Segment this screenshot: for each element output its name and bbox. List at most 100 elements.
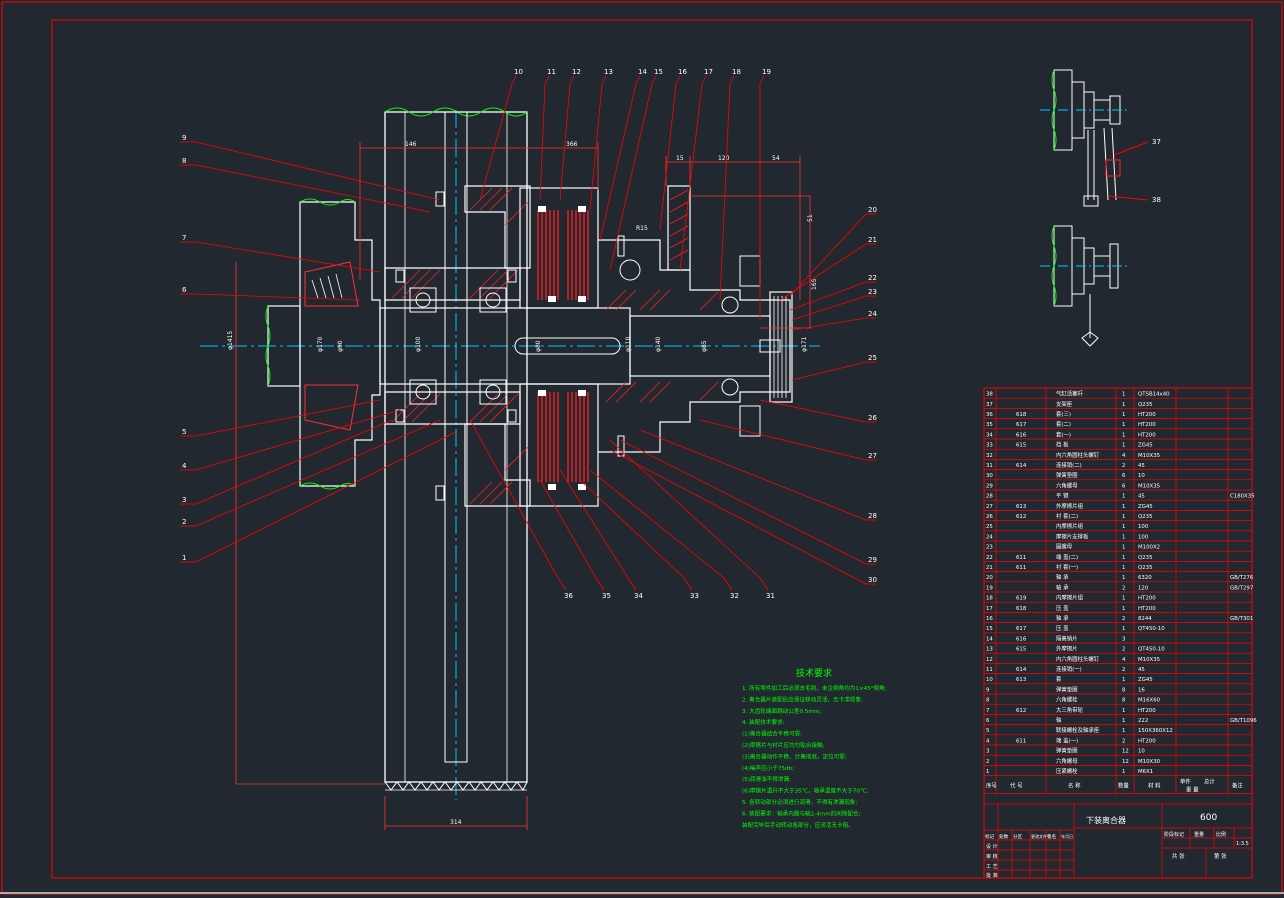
- dim-left-dia: φ1415: [227, 331, 234, 350]
- table-cell: 挡 板: [1056, 441, 1069, 449]
- balloon-34: 34: [634, 592, 643, 600]
- balloon-5: 5: [182, 428, 186, 436]
- table-cell: GB/T297: [1230, 585, 1253, 591]
- balloon-12: 12: [572, 68, 581, 76]
- balloon-32: 32: [730, 592, 739, 600]
- table-cell: 614: [1016, 667, 1027, 673]
- table-cell: 10: [1138, 473, 1145, 479]
- table-cell: HT200: [1138, 596, 1156, 602]
- dim-top-c: 15: [676, 155, 684, 162]
- table-cell: 2: [1122, 585, 1125, 591]
- table-header: 代 号: [1010, 782, 1023, 790]
- tech-req-item: 1. 所有零件加工后必须去毛刺，未注倒角均为1×45°倒角;: [742, 684, 887, 692]
- table-cell: 18: [986, 596, 993, 602]
- table-cell: 轴 承: [1056, 573, 1069, 581]
- table-cell: 2: [986, 759, 989, 765]
- balloon-28: 28: [868, 512, 877, 520]
- table-cell: HT200: [1138, 412, 1156, 418]
- tech-req-item: (5)润滑油不得渗漏;: [742, 775, 791, 783]
- row-label-0: 设 计: [986, 843, 998, 850]
- table-cell: 8244: [1138, 616, 1152, 622]
- table-cell: GB/T276: [1230, 575, 1254, 581]
- table-cell: QT450-10: [1138, 626, 1165, 632]
- stage-label-0: 阶段标记: [1164, 831, 1184, 838]
- balloon-16: 16: [678, 68, 687, 76]
- table-cell: 30: [986, 473, 993, 479]
- table-cell: 4: [1122, 453, 1126, 459]
- table-cell: 12: [1122, 749, 1129, 755]
- col-label-1: 处数: [999, 833, 1009, 840]
- table-cell: 衬 套(二): [1056, 512, 1078, 520]
- table-cell: 内摩擦片组: [1056, 522, 1084, 530]
- stage-label-2: 比例: [1216, 831, 1226, 838]
- table-cell: M10X35: [1138, 483, 1160, 489]
- col-label-3: 更改文件号: [1031, 833, 1051, 839]
- table-cell: 弹簧垫圈: [1056, 471, 1078, 479]
- table-cell: Q235: [1138, 555, 1153, 561]
- dim-dia-1: φ170: [317, 336, 324, 352]
- table-cell: 套(一): [1056, 430, 1071, 438]
- balloon-30: 30: [868, 576, 877, 584]
- table-cell: 612: [1016, 708, 1026, 714]
- balloon-33: 33: [690, 592, 699, 600]
- table-cell: 1: [1122, 575, 1125, 581]
- table-cell: 隔离销片: [1056, 634, 1078, 642]
- balloon-4: 4: [182, 462, 187, 470]
- dim-top-d: 120: [718, 155, 730, 162]
- table-cell: 33: [986, 443, 993, 449]
- table-cell: 35: [986, 422, 993, 428]
- dim-dia-2: φ90: [337, 340, 344, 352]
- table-header: 数量: [1118, 782, 1129, 790]
- table-cell: 内六角圆柱头螺钉: [1056, 451, 1100, 459]
- tech-req-item: 5. 各转动部分必须进行润滑，不得有渗漏现象;: [742, 798, 857, 806]
- table-cell: 压 盖: [1056, 624, 1069, 632]
- tech-req-item: 2. 离合器片装配后应保证移动灵活，无卡滞现象;: [742, 695, 863, 703]
- table-cell: 1: [1122, 626, 1125, 632]
- technical-requirements: 技术要求 1. 所有零件加工后必须去毛刺，未注倒角均为1×45°倒角; 2. 离合…: [742, 667, 887, 829]
- dim-top-b: 366: [566, 141, 578, 148]
- table-cell: 大三角带轮: [1056, 706, 1084, 714]
- table-cell: 内六角圆柱头螺钉: [1056, 655, 1100, 663]
- balloon-19: 19: [762, 68, 771, 76]
- table-cell: 611: [1016, 738, 1026, 744]
- table-cell: 5: [986, 728, 989, 734]
- table-cell: 1: [1122, 402, 1125, 408]
- col-label-2: 分区: [1013, 833, 1023, 840]
- table-cell: 7: [986, 708, 989, 714]
- balloon-2: 2: [182, 518, 186, 526]
- table-cell: 9: [986, 687, 990, 693]
- table-header: 名 称: [1068, 782, 1081, 790]
- table-cell: 12: [1122, 759, 1129, 765]
- table-cell: 26: [986, 514, 993, 520]
- table-cell: 衬 套(一): [1056, 563, 1078, 571]
- dim-dia-5: φ110: [625, 336, 632, 352]
- tech-req-item: (2)摩擦片与衬片应均匀贴合接触;: [742, 741, 825, 749]
- tech-req-item: (4)噪声应小于75db;: [742, 764, 794, 772]
- table-cell: 20: [986, 575, 993, 581]
- table-cell: 618: [1016, 412, 1027, 418]
- table-cell: 222: [1138, 718, 1148, 724]
- table-cell: 2: [1122, 738, 1125, 744]
- table-cell: M10X35: [1138, 453, 1160, 459]
- col-label-0: 标记: [985, 833, 995, 840]
- balloon-13: 13: [604, 68, 613, 76]
- balloon-38: 38: [1152, 196, 1161, 204]
- table-cell: 套(三): [1056, 410, 1071, 418]
- table-cell: 1: [1122, 718, 1125, 724]
- dim-vert-b: 165: [811, 278, 818, 290]
- table-cell: 圆螺母: [1056, 543, 1073, 551]
- table-cell: 17: [986, 606, 993, 612]
- table-cell: 外摩擦片组: [1056, 502, 1084, 510]
- table-cell: 端 盖(二): [1056, 553, 1078, 561]
- balloon-20: 20: [868, 206, 877, 214]
- table-cell: 1: [1122, 534, 1125, 540]
- row-label-2: 工 艺: [986, 864, 998, 870]
- table-cell: 120: [1138, 585, 1149, 591]
- row-label-1: 审 核: [986, 853, 998, 860]
- stage-label-1: 重量: [1194, 831, 1204, 838]
- table-cell: 616: [1016, 432, 1027, 438]
- table-cell: 1: [1122, 596, 1125, 602]
- tech-req-title: 技术要求: [796, 667, 832, 679]
